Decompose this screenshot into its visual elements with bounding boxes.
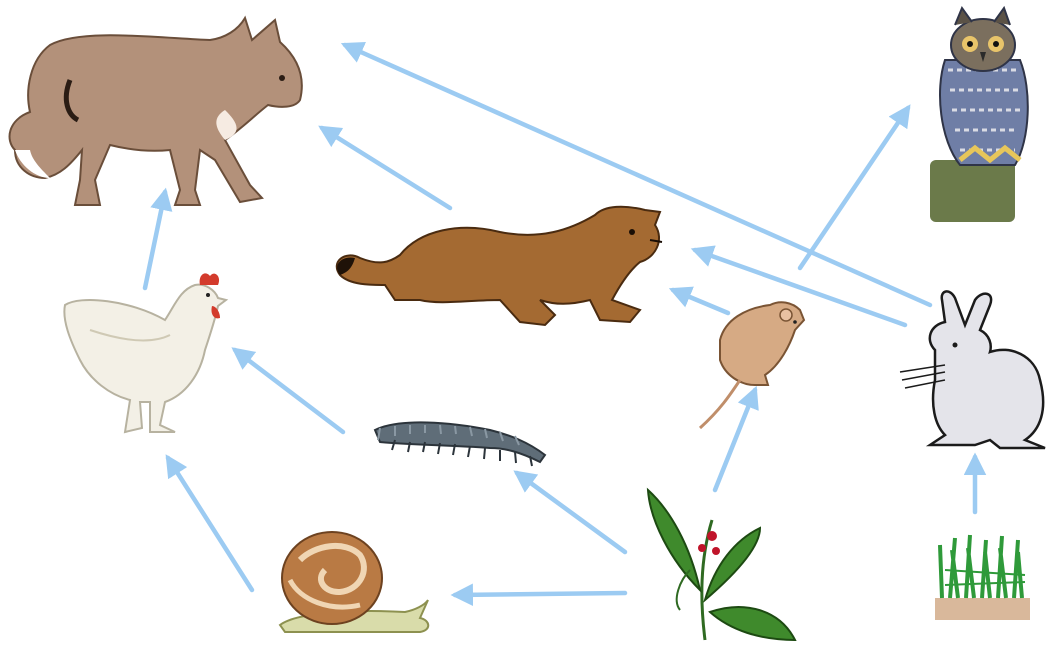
- weasel-icon: [337, 207, 662, 325]
- arrow-plant-to-snail: [455, 593, 625, 595]
- arrow-weasel-to-fox: [322, 128, 450, 208]
- arrow-hen-to-fox: [145, 192, 165, 288]
- arrow-mouse-to-weasel: [673, 290, 728, 313]
- rabbit-icon: [900, 291, 1045, 448]
- arrow-rabbit-to-owl: [800, 108, 908, 268]
- millipede-icon: [375, 422, 545, 466]
- plant-icon: [648, 490, 795, 640]
- arrow-snail-to-hen: [168, 458, 252, 590]
- arrows-layer: [145, 45, 975, 595]
- hen-icon: [64, 273, 226, 432]
- grass-icon: [935, 535, 1030, 620]
- mouse-icon: [700, 302, 804, 428]
- fox-icon: [10, 18, 302, 205]
- owl-icon: [930, 8, 1028, 222]
- snail-icon: [280, 532, 428, 632]
- arrow-plant-to-millipede: [517, 473, 625, 552]
- arrow-millipede-to-hen: [235, 350, 343, 432]
